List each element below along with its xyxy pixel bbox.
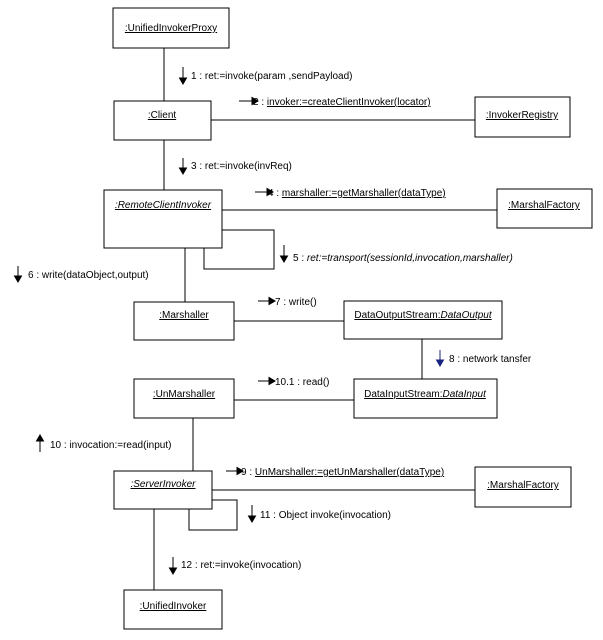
arrow-head-icon (251, 96, 259, 106)
message-label: 1 : ret:=invoke(param ,sendPayload) (191, 71, 352, 82)
stream-type: DataInput (443, 389, 488, 400)
message-11: 11 : Object invoke(invocation) (247, 505, 391, 523)
object-label: DataInputStream:DataInput (364, 389, 487, 400)
message-label: 8 : network tansfer (449, 354, 532, 365)
stream-name: DataOutputStream: (354, 310, 440, 321)
arrow-head-icon (268, 296, 276, 306)
object-label: :UnifiedInvoker (140, 601, 207, 612)
object-label: :UnMarshaller (153, 389, 216, 400)
message-text: UnMarshaller:=getUnMarshaller(dataType) (255, 467, 444, 478)
message-label: 7 : write() (275, 297, 317, 308)
stream-type: DataOutput (441, 310, 493, 321)
object-label: :MarshalFactory (487, 480, 559, 491)
object-label: :ServerInvoker (130, 479, 196, 490)
message-label: 4 : marshaller:=getMarshaller(dataType) (268, 188, 446, 199)
message-number: 2 : (253, 97, 264, 108)
arrow-head-icon (236, 466, 244, 476)
message-label: 10.1 : read() (275, 377, 329, 388)
arrow-head-icon (247, 515, 257, 523)
message-label: 9 : UnMarshaller:=getUnMarshaller(dataTy… (241, 467, 444, 478)
message-3: 3 : ret:=invoke(invReq) (178, 158, 292, 175)
message-10: 10 : invocation:=read(input) (35, 434, 171, 452)
message-6: 6 : write(dataObject,output) (13, 266, 149, 283)
message-1: 1 : ret:=invoke(param ,sendPayload) (178, 67, 352, 85)
message-label: 3 : ret:=invoke(invReq) (191, 161, 292, 172)
object-label: :Marshaller (159, 310, 209, 321)
object-marshaller: :Marshaller (133, 301, 235, 341)
message-text: marshaller:=getMarshaller(dataType) (282, 188, 446, 199)
message-label: 10 : invocation:=read(input) (50, 440, 171, 451)
message-label: 11 : Object invoke(invocation) (260, 510, 391, 521)
message-text: ret:=transport(sessionId,invocation,mars… (307, 253, 513, 264)
arrow-head-icon (268, 376, 276, 386)
arrow-head-icon (435, 359, 445, 367)
message-7: 7 : write() (258, 296, 317, 308)
object-remote-client-invoker: :RemoteClientInvoker (103, 189, 223, 249)
arrow-head-icon (168, 567, 178, 575)
object-label: :RemoteClientInvoker (115, 200, 212, 211)
link-remoteinvoker-self (203, 229, 275, 270)
message-text: invoker:=createClientInvoker(locator) (267, 97, 431, 108)
arrow-head-icon (178, 77, 188, 85)
object-unified-invoker-proxy: :UnifiedInvokerProxy (112, 7, 230, 49)
object-server-invoker: :ServerInvoker (113, 470, 213, 510)
message-9: 9 : UnMarshaller:=getUnMarshaller(dataTy… (226, 466, 444, 478)
object-label: :MarshalFactory (508, 200, 580, 211)
arrow-head-icon (178, 167, 188, 175)
message-number: 5 : (293, 253, 304, 264)
object-client: :Client (113, 100, 212, 141)
message-10-1: 10.1 : read() (258, 376, 329, 388)
object-data-output-stream: DataOutputStream:DataOutput (343, 300, 503, 340)
object-invoker-registry: :InvokerRegistry (474, 96, 571, 138)
object-label: :InvokerRegistry (486, 110, 558, 121)
object-label: :UnifiedInvokerProxy (125, 23, 217, 34)
message-5: 5 : ret:=transport(sessionId,invocation,… (279, 245, 513, 264)
message-number: 9 : (241, 467, 252, 478)
message-label: 5 : ret:=transport(sessionId,invocation,… (293, 253, 513, 264)
message-4: 4 : marshaller:=getMarshaller(dataType) (255, 187, 446, 199)
message-number: 4 : (268, 188, 279, 199)
message-label: 6 : write(dataObject,output) (28, 270, 149, 281)
object-unified-invoker: :UnifiedInvoker (123, 589, 223, 630)
links (153, 48, 497, 590)
object-marshal-factory-1: :MarshalFactory (496, 188, 593, 229)
object-marshal-factory-2: :MarshalFactory (474, 466, 572, 508)
stream-name: DataInputStream: (364, 389, 442, 400)
message-8: 8 : network tansfer (435, 350, 532, 367)
object-data-input-stream: DataInputStream:DataInput (353, 378, 498, 419)
message-label: 12 : ret:=invoke(invocation) (181, 560, 301, 571)
message-12: 12 : ret:=invoke(invocation) (168, 557, 301, 575)
arrow-head-icon (35, 434, 45, 442)
arrow-head-icon (279, 255, 289, 263)
object-unmarshaller: :UnMarshaller (133, 378, 235, 419)
message-2: 2 : invoker:=createClientInvoker(locator… (239, 96, 431, 108)
arrow-head-icon (13, 275, 23, 283)
arrow-head-icon (266, 187, 274, 197)
message-label: 2 : invoker:=createClientInvoker(locator… (253, 97, 431, 108)
link-serverinvoker-self (188, 499, 238, 531)
object-label: DataOutputStream:DataOutput (354, 310, 493, 321)
object-label: :Client (148, 110, 177, 121)
